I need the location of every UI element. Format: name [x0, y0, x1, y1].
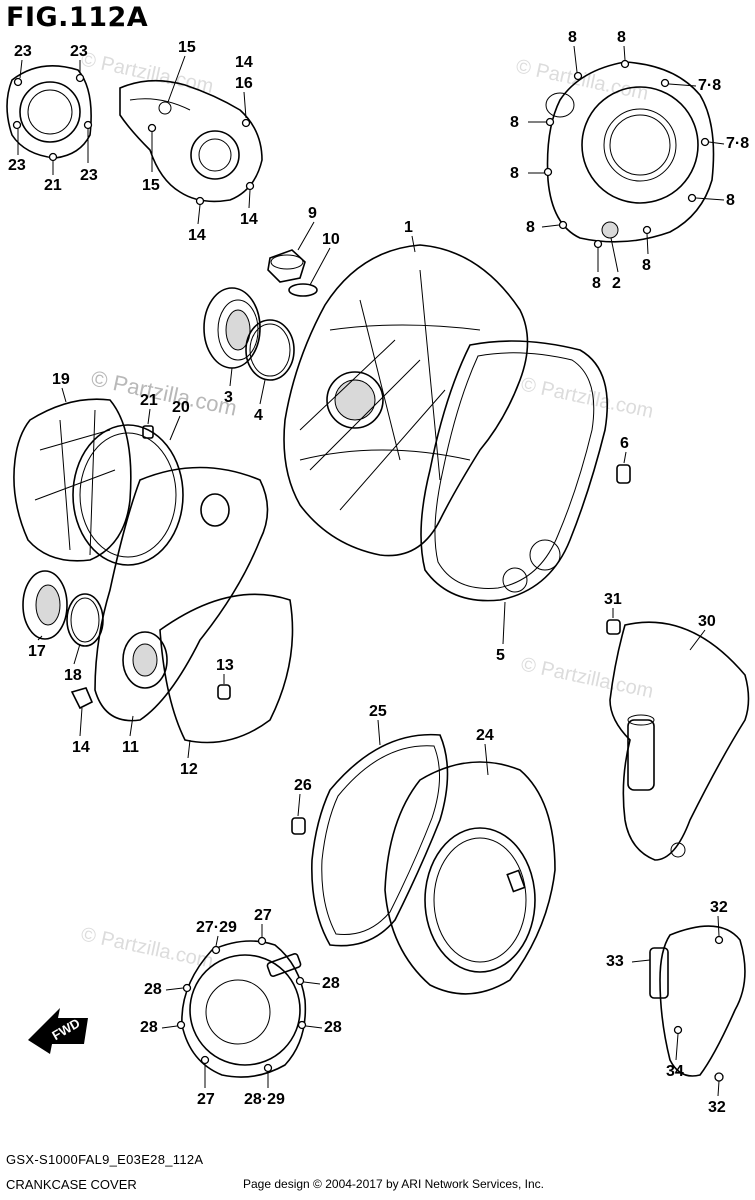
page-credit: Page design © 2004-2017 by ARI Network S…	[243, 1177, 545, 1191]
callout-2: 2	[612, 275, 621, 292]
callout-19: 19	[52, 371, 70, 388]
callout-15: 15	[178, 39, 196, 56]
part-cover-11	[94, 466, 294, 744]
callout-8: 8	[726, 192, 735, 209]
watermark: © Partzilla.com	[519, 653, 655, 703]
callout-31: 31	[604, 591, 622, 608]
callout-8: 8	[510, 165, 519, 182]
callout-18: 18	[64, 667, 82, 684]
callout-23: 23	[70, 43, 88, 60]
callout-26: 26	[294, 777, 312, 794]
callout-10: 10	[322, 231, 340, 248]
callout-24: 24	[476, 727, 494, 744]
callout-28-29: 28·29	[244, 1091, 285, 1108]
callout-4: 4	[254, 407, 263, 424]
part-cover-32	[649, 925, 746, 1082]
callout-27: 27	[197, 1091, 215, 1108]
watermark: © Partzilla.com	[519, 373, 655, 423]
callout-9: 9	[308, 205, 317, 222]
callout-7-8: 7·8	[726, 135, 749, 152]
part-small-cover-23	[6, 64, 93, 162]
callout-23: 23	[80, 167, 98, 184]
callout-8: 8	[526, 219, 535, 236]
callout-3: 3	[224, 389, 233, 406]
callout-34: 34	[666, 1063, 684, 1080]
callout-32: 32	[710, 899, 728, 916]
callout-11: 11	[122, 739, 139, 756]
callout-8: 8	[592, 275, 601, 292]
callout-28: 28	[324, 1019, 342, 1036]
callout-21: 21	[44, 177, 62, 194]
callout-27: 27	[254, 907, 272, 924]
callout-30: 30	[698, 613, 716, 630]
part-cover-7	[543, 59, 715, 249]
diagram-code: GSX-S1000FAL9_E03E28_112A	[6, 1152, 204, 1167]
callout-14: 14	[235, 54, 253, 71]
part-oil-seal-3	[203, 287, 295, 381]
callout-8: 8	[510, 114, 519, 131]
callout-28: 28	[144, 981, 162, 998]
callout-8: 8	[642, 257, 651, 274]
callout-5: 5	[496, 647, 505, 664]
callout-14: 14	[188, 227, 206, 244]
callout-16: 16	[235, 75, 253, 92]
callout-25: 25	[369, 703, 387, 720]
part-plug-9	[267, 249, 318, 297]
callout-7-8: 7·8	[698, 77, 721, 94]
part-pump-cover-16	[119, 79, 263, 206]
callout-23: 23	[14, 43, 32, 60]
callout-23: 23	[8, 157, 26, 174]
watermark: © Partzilla.com	[89, 365, 239, 420]
part-crankcase-cover-1	[283, 244, 529, 557]
callout-21: 21	[140, 392, 158, 409]
part-cover-30	[606, 619, 750, 861]
diagram-caption: CRANKCASE COVER	[6, 1177, 137, 1192]
callout-28: 28	[322, 975, 340, 992]
watermark: © Partzilla.com	[79, 923, 215, 973]
callout-14: 14	[240, 211, 258, 228]
fwd-arrow-icon: FWD	[28, 1008, 88, 1054]
callout-32: 32	[708, 1099, 726, 1116]
callout-6: 6	[620, 435, 629, 452]
callout-15: 15	[142, 177, 160, 194]
part-generator-cover-27	[176, 936, 307, 1078]
callout-13: 13	[216, 657, 234, 674]
part-dowel-6	[616, 464, 631, 484]
figure-title: FIG.112A	[6, 2, 149, 33]
part-cover-19	[13, 398, 184, 566]
callout-14: 14	[72, 739, 90, 756]
callout-20: 20	[172, 399, 190, 416]
callout-17: 17	[28, 643, 46, 660]
part-gasket-25	[291, 733, 449, 947]
callout-28: 28	[140, 1019, 158, 1036]
part-cover-24	[384, 761, 556, 995]
callout-12: 12	[180, 761, 198, 778]
callout-27-29: 27·29	[196, 919, 237, 936]
callout-8: 8	[568, 29, 577, 46]
part-oil-seal-17	[22, 570, 104, 710]
callout-1: 1	[404, 219, 413, 236]
part-gasket-5	[420, 340, 608, 602]
callout-33: 33	[606, 953, 624, 970]
callout-8: 8	[617, 29, 626, 46]
